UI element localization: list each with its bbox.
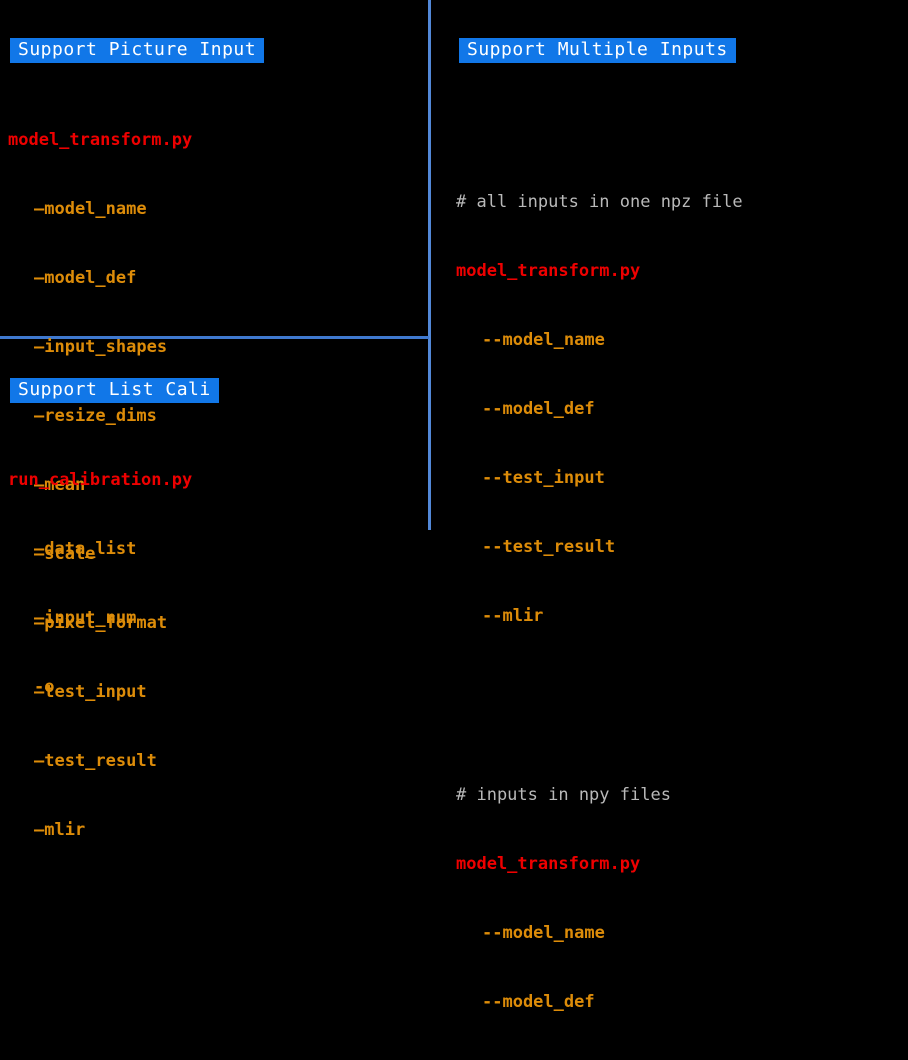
command-model-transform-npz: model_transform.py bbox=[456, 261, 641, 281]
command-run-calibration: run_calibration.py bbox=[8, 470, 193, 490]
option-model-name: —model_name bbox=[34, 199, 147, 219]
command-model-transform: model_transform.py bbox=[8, 130, 193, 150]
badge-support-list-cali: Support List Cali bbox=[10, 378, 219, 403]
panel-support-multiple-inputs: Support Multiple Inputs # all inputs in … bbox=[431, 0, 908, 1012]
option-test-result-npz: --test_result bbox=[482, 537, 616, 557]
option-mean: —mean bbox=[34, 475, 86, 495]
option-model-def: —model_def bbox=[34, 268, 137, 288]
horizontal-divider bbox=[0, 336, 429, 339]
option-input-shapes: —input_shapes bbox=[34, 337, 168, 357]
panel-support-list-cali: Support List Cali run_calibration.py —da… bbox=[0, 339, 428, 745]
badge-wrap-picture-input: Support Picture Input bbox=[0, 0, 428, 63]
option-model-def-npy: --model_def bbox=[482, 992, 595, 1012]
badge-wrap-list-cali: Support List Cali bbox=[0, 339, 428, 403]
code-block-npy: # inputs in npy files model_transform.py… bbox=[431, 674, 908, 1060]
option-model-name-npz: --model_name bbox=[482, 330, 605, 350]
code-block-list-cali: run_calibration.py —data_list —input_num… bbox=[0, 403, 428, 745]
option-model-name-npy: --model_name bbox=[482, 923, 605, 943]
badge-support-multiple-inputs: Support Multiple Inputs bbox=[459, 38, 736, 63]
option-data-list: —data_list bbox=[34, 539, 137, 559]
option-mlir-npz: --mlir bbox=[482, 606, 544, 626]
option-resize-dims: —resize_dims bbox=[34, 406, 157, 426]
option-mlir: —mlir bbox=[34, 820, 86, 840]
comment-inputs-npy: # inputs in npy files bbox=[456, 785, 671, 805]
slide-canvas: Support Picture Input model_transform.py… bbox=[0, 0, 908, 1012]
badge-wrap-multiple-inputs: Support Multiple Inputs bbox=[431, 0, 908, 63]
option-test-result: —test_result bbox=[34, 751, 157, 771]
badge-support-picture-input: Support Picture Input bbox=[10, 38, 265, 63]
command-model-transform-npy: model_transform.py bbox=[456, 854, 641, 874]
option-output: -o bbox=[34, 677, 55, 697]
vertical-divider bbox=[428, 0, 431, 530]
option-test-input-npz: --test_input bbox=[482, 468, 605, 488]
option-input-num: —input_num bbox=[34, 608, 137, 628]
option-model-def-npz: --model_def bbox=[482, 399, 595, 419]
code-block-npz: # all inputs in one npz file model_trans… bbox=[431, 63, 908, 674]
comment-all-inputs-npz: # all inputs in one npz file bbox=[456, 192, 743, 212]
